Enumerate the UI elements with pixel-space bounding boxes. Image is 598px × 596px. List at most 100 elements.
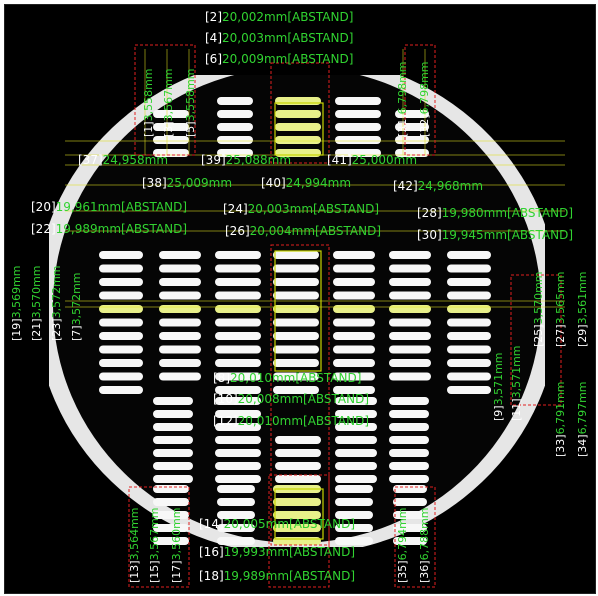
- slot-top: [335, 110, 381, 118]
- slot-main: [447, 359, 491, 367]
- measurement-label-39: [39]25,088mm: [201, 153, 292, 167]
- slot-bottom: [335, 511, 373, 519]
- slot-main: [215, 251, 261, 259]
- slot-main: [99, 278, 143, 286]
- slot-main: [159, 264, 201, 273]
- slot-main: [215, 372, 261, 381]
- slot-main: [215, 359, 261, 367]
- slot-top: [335, 123, 381, 131]
- slot-main: [389, 359, 431, 367]
- measurement-label-13: [13]3,564mm: [128, 507, 141, 583]
- measurement-label-14: [14]20,005mm[ABSTAND]: [199, 517, 356, 531]
- slot-main: [389, 332, 431, 340]
- slot-lower: [153, 410, 193, 418]
- slot-bottom: [153, 524, 189, 532]
- slot-main: [389, 251, 431, 259]
- slot-lower: [215, 462, 261, 470]
- slot-bottom: [335, 537, 373, 545]
- slot-main: [447, 291, 491, 300]
- tool-box: [274, 102, 324, 156]
- slot-main: [215, 318, 261, 327]
- slot-top: [217, 110, 253, 118]
- measurement-label-22: [22]19,989mm[ABSTAND]: [31, 222, 188, 236]
- slot-main: [159, 359, 201, 367]
- measurement-label-12: [12]20,010mm[ABSTAND]: [213, 414, 370, 428]
- measurement-label-32: [32]6,798mm: [418, 61, 431, 137]
- slot-main: [99, 345, 143, 354]
- slot-main: [273, 345, 319, 354]
- slot-main: [159, 332, 201, 340]
- slot-bottom: [153, 537, 189, 545]
- slot-main: [159, 251, 201, 259]
- measurement-label-38: [38]25,009mm: [142, 176, 233, 190]
- slot-lower: [153, 475, 193, 483]
- measurement-label-23: [23]3,572mm: [50, 265, 63, 341]
- slot-lower: [275, 449, 321, 457]
- measurement-label-27: [27]3,565mm: [554, 271, 567, 347]
- slot-main: [389, 264, 431, 273]
- slot-main: [159, 278, 201, 286]
- slot-main: [159, 318, 201, 327]
- slot-main: [389, 278, 431, 286]
- slot-bottom: [217, 498, 255, 506]
- slot-main: [273, 251, 319, 259]
- slot-main: [447, 318, 491, 327]
- slot-lower: [335, 423, 377, 431]
- measurement-label-6: [6]20,009mm[ABSTAND]: [205, 52, 354, 66]
- slot-main: [99, 372, 143, 381]
- measurement-label-41: [41]25,000mm: [327, 153, 418, 167]
- slot-main: [273, 278, 319, 286]
- slot-bottom: [393, 485, 427, 493]
- slot-top: [395, 136, 429, 144]
- slot-bottom: [335, 524, 373, 532]
- slot-bottom: [335, 485, 373, 493]
- slot-top: [335, 97, 381, 105]
- slot-main: [273, 318, 319, 327]
- measurement-label-3: [3]3,567mm: [162, 68, 175, 137]
- slot-main: [99, 291, 143, 300]
- slot-bottom: [273, 498, 321, 506]
- slot-bottom: [217, 524, 255, 532]
- measurement-label-4: [4]20,003mm[ABSTAND]: [205, 31, 354, 45]
- roi-box: [270, 62, 330, 164]
- slot-top: [275, 123, 321, 131]
- slot-main: [333, 278, 375, 286]
- measurement-label-16: [16]19,993mm[ABSTAND]: [199, 545, 356, 559]
- slot-lower: [215, 397, 261, 405]
- slot-lower: [153, 449, 193, 457]
- slot-main: [273, 372, 319, 381]
- slot-main: [333, 345, 375, 354]
- slot-top: [153, 110, 189, 118]
- slot-bottom: [273, 537, 321, 545]
- measurement-label-7: [7]3,572mm: [70, 272, 83, 341]
- slot-lower: [389, 423, 429, 431]
- slot-main: [447, 251, 491, 259]
- slot-main: [447, 278, 491, 286]
- slot-bottom: [393, 498, 427, 506]
- slot-main: [273, 291, 319, 300]
- slot-lower: [275, 475, 321, 483]
- slot-main: [333, 372, 375, 381]
- slot-main: [273, 359, 319, 367]
- slot-main: [389, 291, 431, 300]
- roi-box: [268, 474, 330, 588]
- slot-lower: [153, 397, 193, 405]
- slot-main: [273, 305, 319, 313]
- roi-box: [270, 244, 330, 546]
- slot-lower: [389, 475, 429, 483]
- slot-bottom: [153, 498, 189, 506]
- slot-bottom: [217, 485, 255, 493]
- slot-bottom: [153, 485, 189, 493]
- slot-lower: [335, 436, 377, 444]
- measurement-label-15: [15]3,567mm: [148, 507, 161, 583]
- slot-lower: [153, 462, 193, 470]
- slot-lower: [335, 397, 377, 405]
- roi-box: [510, 274, 562, 406]
- slot-main: [447, 345, 491, 354]
- measurement-canvas[interactable]: [5, 5, 595, 593]
- measurement-label-25: [25]3,570mm: [532, 271, 545, 347]
- slot-main: [447, 386, 491, 394]
- inspection-view[interactable]: [2]20,002mm[ABSTAND] [4]20,003mm[ABSTAND…: [4, 4, 596, 594]
- slot-lower: [275, 462, 321, 470]
- measurement-label-34: [34]6,797mm: [576, 381, 589, 457]
